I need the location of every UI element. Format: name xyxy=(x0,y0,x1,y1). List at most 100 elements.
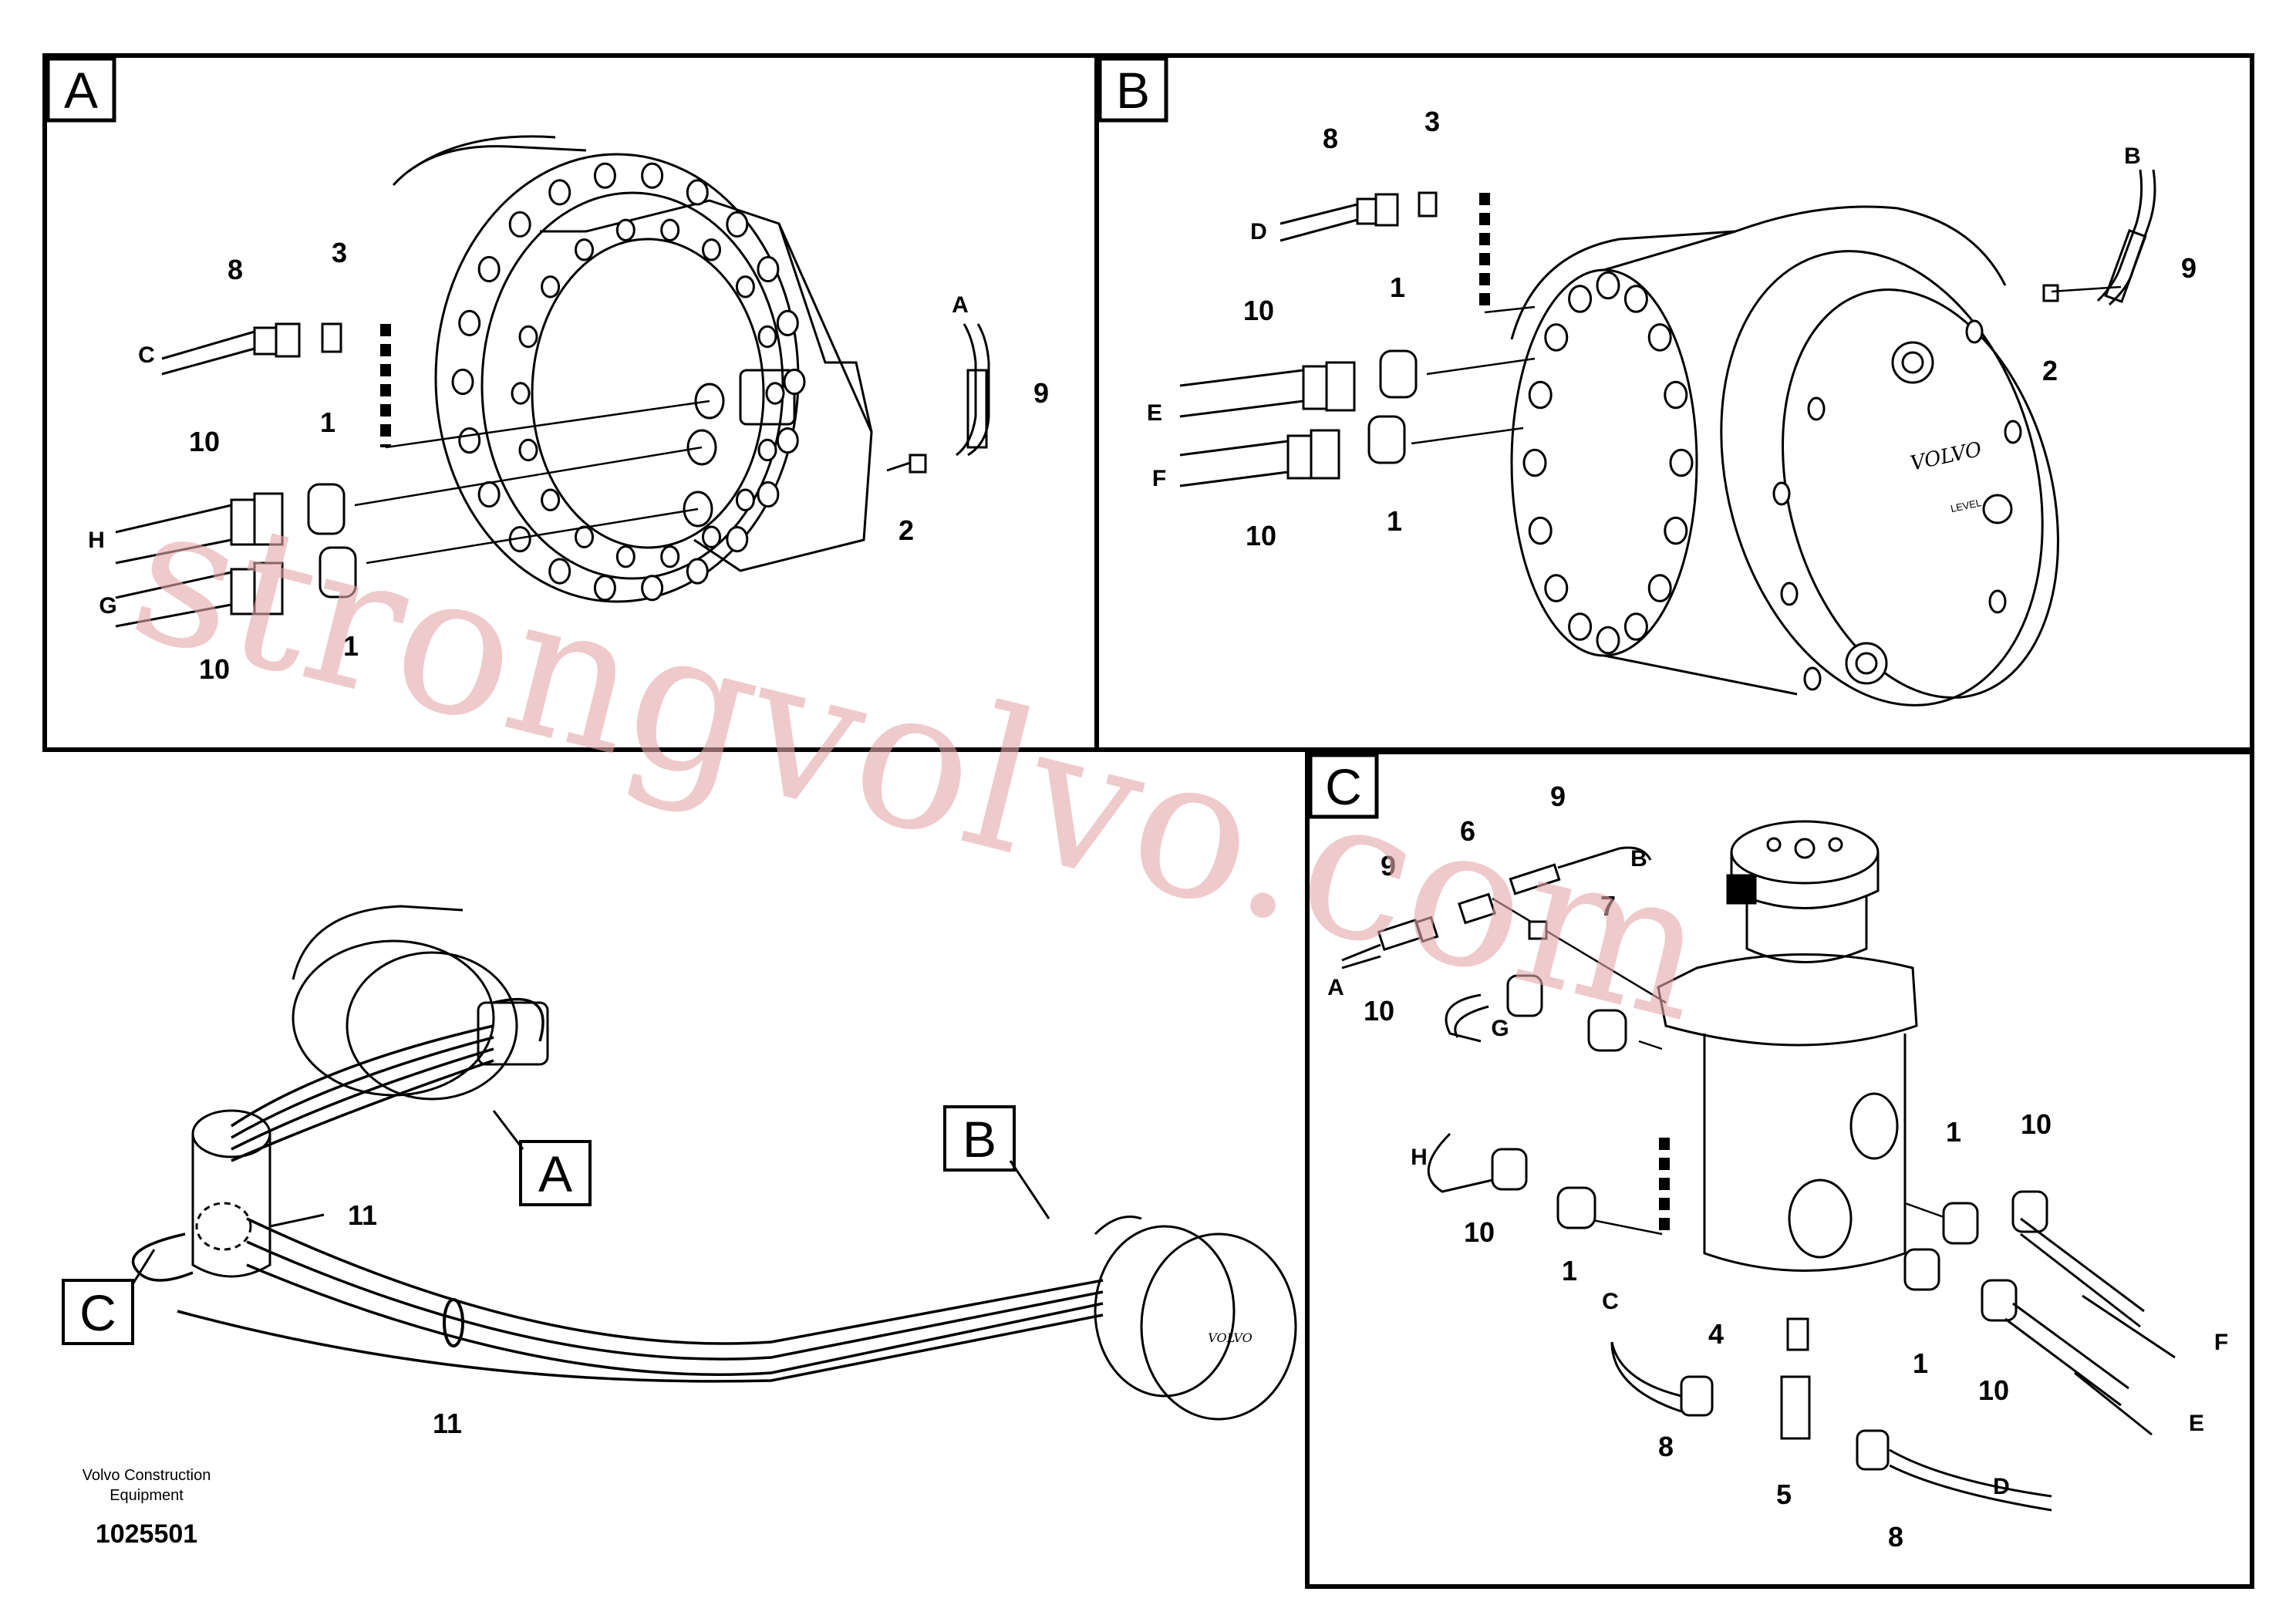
bolt xyxy=(548,558,571,585)
hose-g-a xyxy=(115,546,357,628)
company-line-2: Equipment xyxy=(110,1487,184,1504)
bolt xyxy=(593,575,616,602)
callout-10: 10 xyxy=(1243,295,1274,326)
callout-8: 8 xyxy=(1888,1521,1903,1553)
bolt xyxy=(1623,285,1648,313)
hose-clamp xyxy=(443,1298,464,1347)
hoses-c xyxy=(1341,846,2176,1512)
port-label-e: E xyxy=(2189,1411,2204,1436)
overview-motor-right xyxy=(1094,1216,1297,1421)
bolt xyxy=(511,382,531,405)
bolt xyxy=(702,525,721,548)
bolt xyxy=(548,179,571,206)
bolt xyxy=(541,488,561,511)
bolt xyxy=(451,368,474,396)
pipe-a xyxy=(886,323,990,474)
callout-7: 7 xyxy=(1600,890,1616,922)
port-label-d: D xyxy=(1250,219,1267,244)
panel-b: B VOLVO LEVEL xyxy=(1094,53,2254,752)
port-label-b: B xyxy=(2124,143,2141,169)
bolt xyxy=(660,218,680,241)
bolt xyxy=(1647,574,1672,602)
port-label-b: B xyxy=(1630,846,1647,872)
bolt xyxy=(615,545,636,568)
hose-f-b xyxy=(1179,415,1406,487)
bolt xyxy=(1522,448,1547,477)
bolt xyxy=(686,179,709,206)
callout-1: 1 xyxy=(1562,1255,1577,1286)
travel-motor-b xyxy=(1510,205,2059,706)
callout-1: 1 xyxy=(320,406,335,438)
company-line-1: Volvo Construction xyxy=(82,1467,211,1484)
bolt xyxy=(458,427,481,454)
port-labels-a: C H G A xyxy=(88,292,969,619)
callout-1: 1 xyxy=(1946,1116,1961,1148)
overview-tag-c: C xyxy=(79,1284,116,1341)
port-label-f: F xyxy=(2214,1330,2228,1355)
bolt xyxy=(1664,380,1688,410)
bolt-ring-b xyxy=(1522,271,1694,655)
port-label-h: H xyxy=(88,528,105,553)
bolt xyxy=(757,255,780,283)
bolt xyxy=(1623,612,1648,641)
callouts-b: 8 3 1 1 10 10 2 9 xyxy=(1243,106,2197,551)
overview-brand: VOLVO xyxy=(1208,1330,1253,1345)
port-label-g: G xyxy=(1491,1016,1509,1041)
cover-bolts-b xyxy=(1772,319,2022,691)
callout-1: 1 xyxy=(343,630,359,662)
port-label-a: A xyxy=(1327,975,1344,1000)
callout-9: 9 xyxy=(1033,377,1049,409)
bolt xyxy=(593,162,616,189)
port-label-g: G xyxy=(99,593,116,619)
pipe-b xyxy=(2042,169,2156,306)
document-id: 1025501 xyxy=(95,1519,198,1549)
callout-9: 9 xyxy=(1550,781,1566,812)
overview-tag-b: B xyxy=(963,1111,996,1168)
callout-6: 6 xyxy=(1460,815,1475,847)
callout-10: 10 xyxy=(1364,995,1394,1027)
callout-2: 2 xyxy=(899,514,914,546)
callout-10: 10 xyxy=(1246,520,1276,551)
port-label-a: A xyxy=(952,292,969,318)
panel-c: C xyxy=(1305,750,2254,1589)
bolt xyxy=(508,211,531,238)
port-label-f: F xyxy=(1152,466,1166,491)
bolt xyxy=(615,218,636,241)
callout-1: 1 xyxy=(1390,271,1405,303)
bolt xyxy=(1669,448,1694,477)
port-label-e: E xyxy=(1147,400,1162,426)
bolt xyxy=(735,488,755,511)
overview-swivel xyxy=(191,1109,271,1278)
callout-9: 9 xyxy=(2181,252,2197,284)
bolt xyxy=(1528,380,1553,410)
bolt xyxy=(686,558,709,585)
overview-tags xyxy=(62,1105,1016,1345)
callout-3: 3 xyxy=(332,237,347,268)
port-label-d: D xyxy=(1993,1474,2010,1499)
bolt xyxy=(518,325,538,349)
callout-8: 8 xyxy=(1658,1431,1674,1462)
bolt xyxy=(783,368,806,396)
bolt xyxy=(458,309,481,336)
bolt xyxy=(477,255,501,283)
bolt xyxy=(1544,574,1569,602)
leader-lines-c xyxy=(1492,897,1960,1274)
bolt xyxy=(518,438,538,462)
hose-e-b xyxy=(1179,349,1418,418)
callout-1: 1 xyxy=(1913,1347,1928,1379)
port-label-h: H xyxy=(1411,1145,1428,1170)
bolt xyxy=(726,526,749,553)
footer: Volvo Construction Equipment 1025501 xyxy=(54,1465,239,1549)
overview-tag-a: A xyxy=(538,1145,572,1202)
bolt xyxy=(757,438,777,462)
bolt xyxy=(776,427,799,454)
bolt xyxy=(1568,612,1593,641)
fittings-c xyxy=(1377,863,2048,1471)
port-label-c: C xyxy=(138,342,155,368)
callout-3: 3 xyxy=(1424,106,1440,137)
bolt xyxy=(757,481,780,508)
callout-8: 8 xyxy=(1323,123,1338,154)
panel-a-tag: A xyxy=(64,62,98,119)
callouts-a: 8 3 1 10 10 1 2 9 xyxy=(189,237,1049,685)
